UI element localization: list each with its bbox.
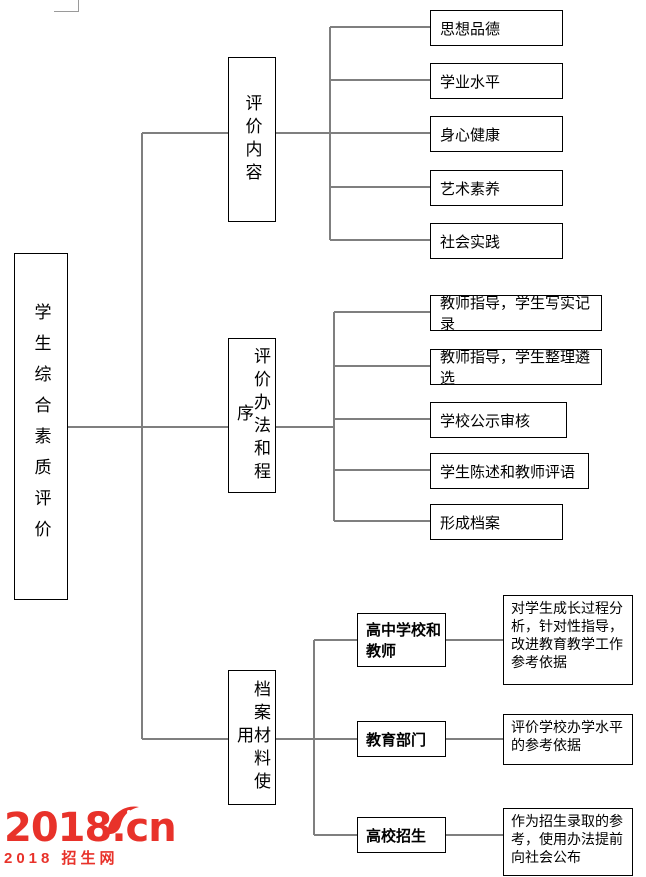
actor-node: 教育部门 [357,721,446,757]
leaf-node: 形成档案 [430,504,563,540]
leaf-node: 身心健康 [430,116,563,152]
leaf-node: 教师指导，学生整理遴选 [430,349,602,387]
description-node-label: 对学生成长过程分析，针对性指导，改进教育教学工作参考依据 [511,600,623,670]
leaf-node: 艺术素养 [430,170,563,206]
leaf-node-label: 身心健康 [440,126,501,144]
leaf-node-label: 教师指导，学生整理遴选 [440,349,591,387]
leaf-node-label: 学校公示审核 [440,412,531,430]
root-node: 学生综合素质评价 [14,253,68,600]
scan-artifact [54,0,79,12]
description-node-label: 评价学校办学水平的参考依据 [511,719,623,753]
leaf-node: 思想品德 [430,10,563,46]
branch-node-evaluation-method: 评价办法和程序 [228,338,276,493]
description-node-label: 作为招生录取的参考，使用办法提前向社会公布 [511,813,623,865]
actor-node-label: 高中学校和教师 [366,622,442,660]
branch-node-label: 评价办法和程序 [234,346,270,485]
leaf-node: 教师指导，学生写实记录 [430,295,602,333]
leaf-node-label: 学业水平 [440,73,501,91]
branch-node-archive-usage: 档案材料使用 [228,670,276,805]
watermark-sub-text: 2018 招生网 [4,850,119,867]
root-node-label: 学生综合素质评价 [31,302,51,551]
leaf-node-label: 社会实践 [440,233,501,251]
leaf-node-label: 艺术素养 [440,180,501,198]
actor-node-label: 教育部门 [366,731,427,749]
leaf-node-label: 形成档案 [440,514,501,532]
leaf-node: 学生陈述和教师评语 [430,453,589,489]
branch-node-label: 档案材料使用 [234,680,270,795]
leaf-node-label: 学生陈述和教师评语 [440,463,576,481]
leaf-node-label: 思想品德 [440,20,501,38]
leaf-node: 社会实践 [430,223,563,259]
actor-node: 高中学校和教师 [357,613,446,667]
bird-logo-icon [107,806,139,835]
branch-node-evaluation-content: 评价内容 [228,57,276,222]
actor-node: 高校招生 [357,817,446,853]
site-watermark: 2018.cn 2018 招生网 [4,805,177,874]
leaf-node: 学校公示审核 [430,402,567,438]
actor-node-label: 高校招生 [366,827,427,845]
watermark-main-text: 2018.cn [4,805,177,851]
description-node: 对学生成长过程分析，针对性指导，改进教育教学工作参考依据 [503,595,633,685]
leaf-node: 学业水平 [430,63,563,99]
description-node: 评价学校办学水平的参考依据 [503,714,633,765]
leaf-node-label: 教师指导，学生写实记录 [440,295,591,333]
branch-node-label: 评价内容 [242,93,262,186]
description-node: 作为招生录取的参考，使用办法提前向社会公布 [503,808,633,876]
